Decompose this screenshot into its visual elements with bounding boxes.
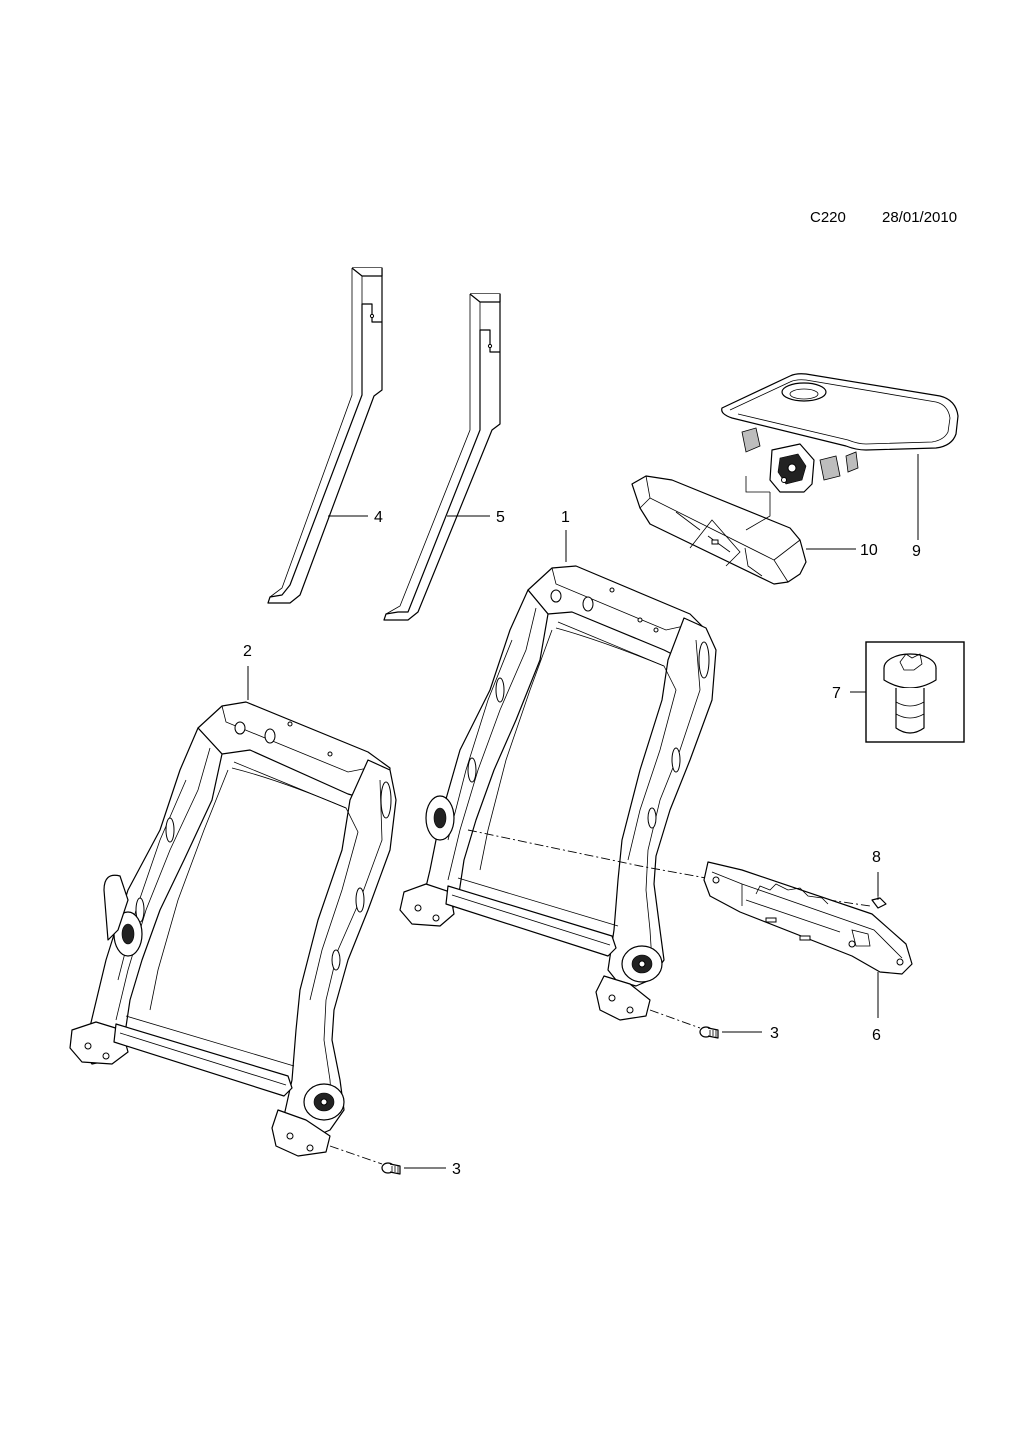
callout-7: 7: [832, 685, 866, 702]
callout-3-lower: 3: [404, 1161, 461, 1178]
part-6-side-bracket[interactable]: [703, 861, 913, 975]
callout-4: 4: [328, 509, 383, 526]
callout-9: 9: [912, 454, 921, 560]
svg-text:6: 6: [872, 1027, 881, 1044]
svg-text:3: 3: [452, 1161, 461, 1178]
part-8-clip[interactable]: [871, 894, 887, 909]
callout-2: 2: [243, 643, 252, 700]
part-1-backrest-frame[interactable]: [399, 565, 717, 1021]
callout-8: 8: [872, 849, 881, 896]
diagram-code: C220: [810, 209, 846, 226]
svg-text:1: 1: [561, 509, 570, 526]
svg-text:3: 3: [770, 1025, 779, 1042]
callout-10: 10: [806, 542, 878, 559]
part-3-bolt-lower[interactable]: [329, 1145, 401, 1175]
svg-text:4: 4: [374, 509, 383, 526]
part-2-backrest-frame[interactable]: [69, 701, 397, 1157]
callout-3-upper: 3: [722, 1025, 779, 1042]
svg-text:9: 9: [912, 543, 921, 560]
svg-text:7: 7: [832, 685, 841, 702]
assembly-line-frame1-part6-upper: [467, 829, 707, 879]
callout-6: 6: [872, 972, 881, 1044]
callout-5: 5: [447, 509, 505, 526]
diagram-date: 28/01/2010: [882, 209, 958, 226]
svg-text:5: 5: [496, 509, 505, 526]
part-3-bolt-upper[interactable]: [649, 1009, 719, 1039]
part-9-lumbar-plate[interactable]: [721, 373, 959, 493]
svg-text:8: 8: [872, 849, 881, 866]
part-5-strap[interactable]: [383, 293, 501, 621]
part-7-screw-detail[interactable]: [865, 641, 965, 743]
part-4-strap[interactable]: [267, 267, 383, 604]
callout-1: 1: [561, 509, 570, 562]
part-10-lumbar-housing[interactable]: [631, 475, 807, 585]
svg-text:2: 2: [243, 643, 252, 660]
svg-text:10: 10: [860, 542, 878, 559]
